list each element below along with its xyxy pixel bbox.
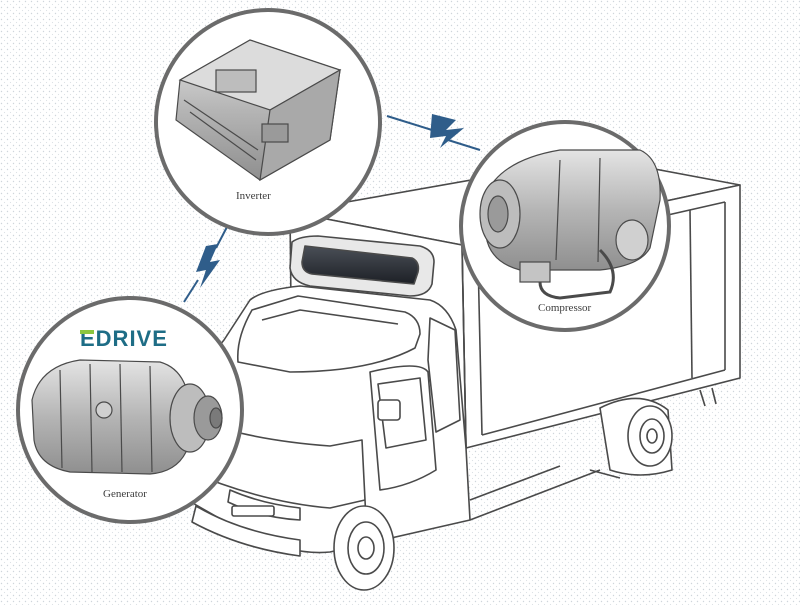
compressor-label: Compressor	[538, 302, 592, 314]
generator-callout: EDRIVE Generator	[16, 296, 244, 524]
roof-refrigeration-unit	[289, 235, 435, 297]
edrive-logo: EDRIVE	[80, 326, 168, 351]
connector-lines	[183, 115, 481, 303]
generator-label: Generator	[103, 488, 147, 500]
compressor-component	[479, 149, 661, 300]
lightning-bolt-icon	[196, 244, 220, 288]
inverter-callout: Inverter	[154, 8, 382, 236]
rear-wheel	[589, 397, 673, 479]
front-wheel	[333, 505, 395, 591]
inverter-label: Inverter	[236, 190, 271, 202]
inverter-component	[175, 39, 342, 182]
generator-component	[31, 359, 223, 475]
lightning-bolt-icon	[430, 114, 464, 148]
edrive-logo-text: EDRIVE	[80, 326, 168, 351]
compressor-callout: Compressor	[459, 120, 671, 332]
